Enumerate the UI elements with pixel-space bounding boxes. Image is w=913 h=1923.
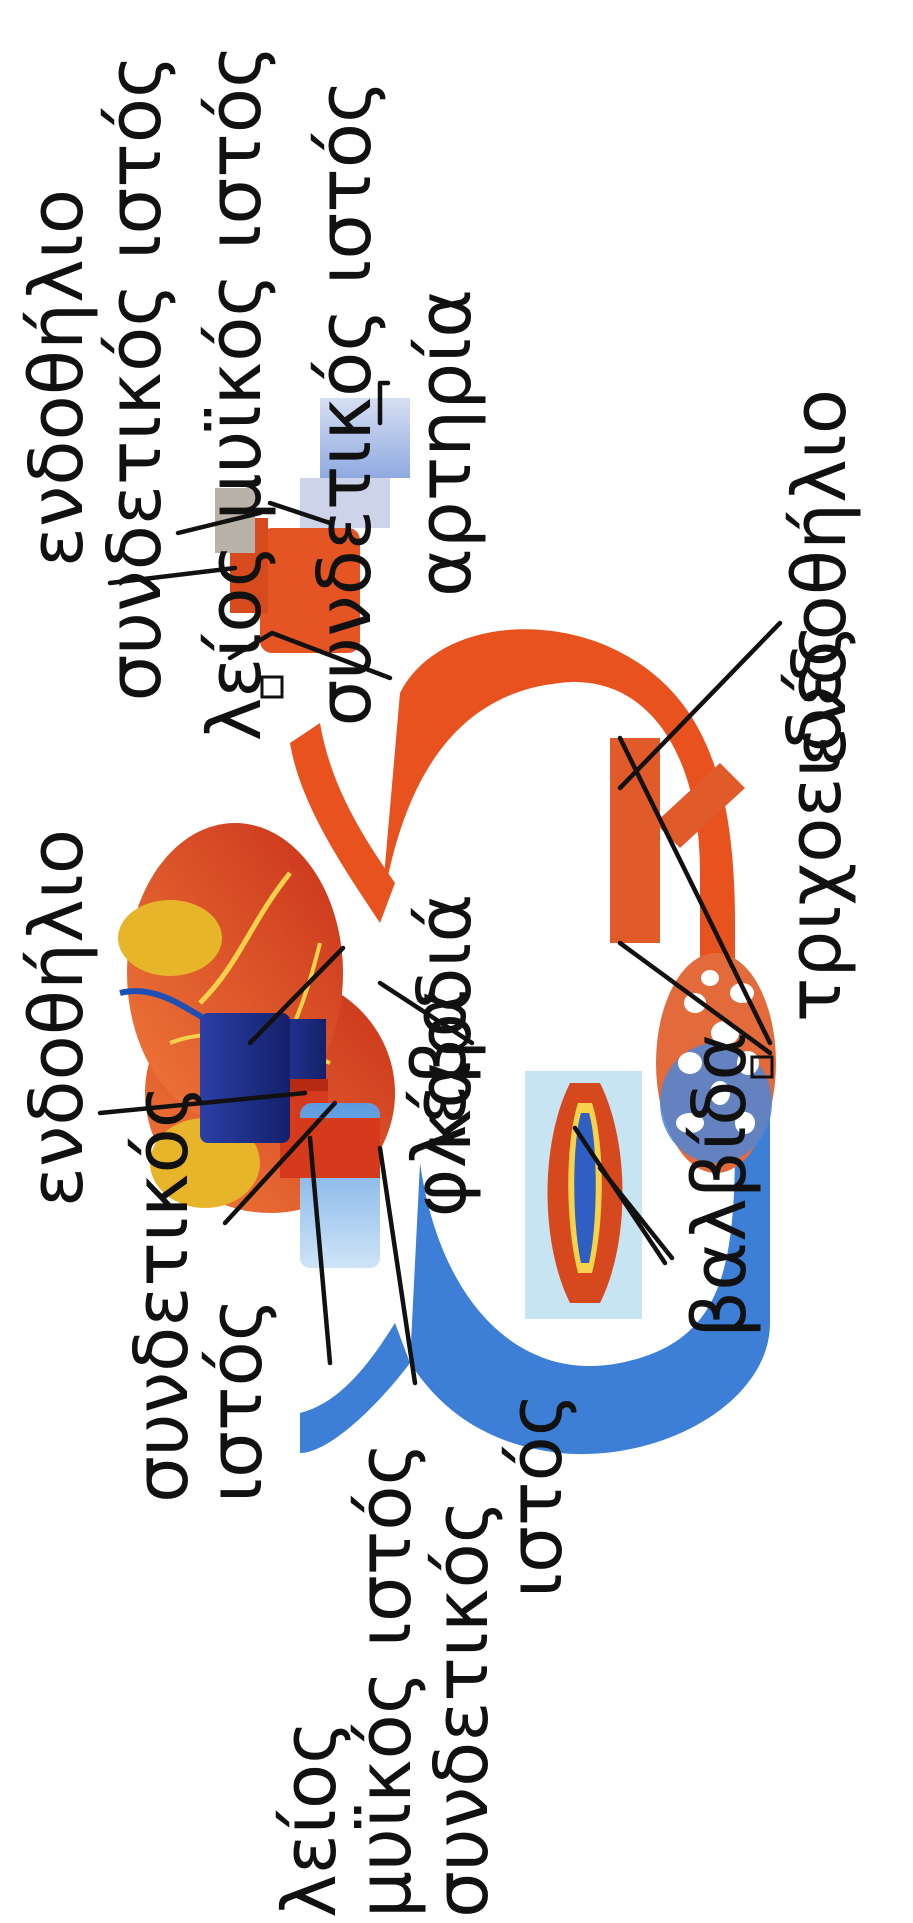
artery-label: αρτηρία	[402, 289, 488, 597]
vein-connective-inner-label-2: ιστός	[193, 1298, 279, 1503]
vena-cava-branch	[300, 1323, 410, 1453]
capillary-endothelium-label: ενδοθήλιο	[777, 389, 863, 767]
artery-connective-outer-label: συνδετικός ιστός	[302, 80, 388, 727]
valve-label: βαλβίδα	[677, 1032, 763, 1338]
vein-connective-outer-label-2: ιστός	[493, 1393, 579, 1598]
vein-smooth-muscle-label-1: λείος	[267, 1720, 353, 1918]
artery-endothelium-label: ενδοθήλιο	[14, 189, 100, 567]
artery-connective-inner-label: συνδετικός ιστός	[92, 55, 178, 702]
vein-smooth-muscle-label-2: μυϊκός ιστός	[342, 1442, 428, 1918]
vein-endothelium-label: ενδοθήλιο	[14, 829, 100, 1207]
